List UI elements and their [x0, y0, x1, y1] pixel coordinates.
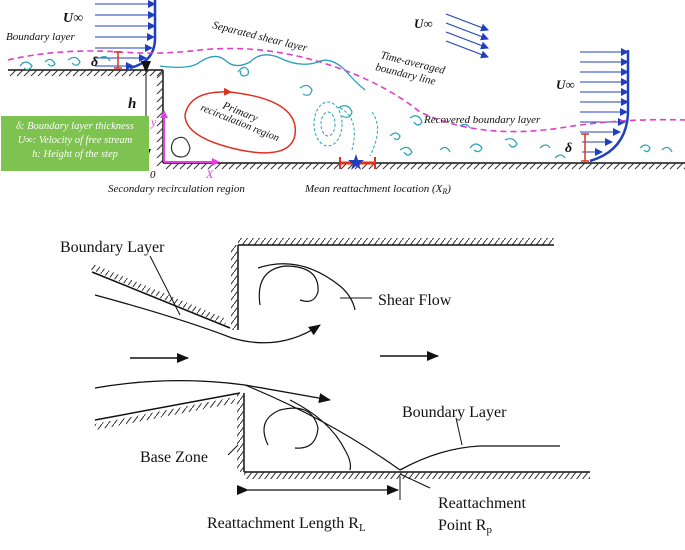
boundary-layer-right-label: Boundary Layer	[402, 404, 507, 421]
bottom-diagram	[88, 238, 590, 500]
reattachment-marker	[339, 154, 376, 170]
base-zone-label: Base Zone	[140, 449, 208, 466]
u-inf-left-label: U∞	[63, 11, 83, 26]
shear-layer-curve	[159, 54, 366, 91]
step-height-label: h	[128, 96, 136, 112]
axis-y-label: y	[150, 115, 157, 129]
delta-marker-right	[581, 133, 589, 162]
u-inf-right-label: U∞	[556, 77, 575, 92]
legend-u-inf: U∞: Velocity of free stream	[17, 135, 133, 146]
reattachment-point-label-1: Reattachment	[438, 495, 527, 512]
delta-marker-left	[114, 51, 122, 69]
velocity-profile-right	[580, 48, 630, 163]
boundary-layer-label: Boundary layer	[6, 31, 75, 43]
coordinate-axes	[160, 110, 220, 166]
vortex-swirls	[19, 55, 673, 159]
recovered-boundary-layer-label: Recovered boundary layer	[423, 114, 541, 126]
delta-right-label: δ	[565, 141, 572, 156]
u-inf-mid-label: U∞	[414, 16, 433, 31]
origin-label: 0	[150, 169, 156, 181]
dashed-vortex	[313, 101, 378, 157]
bottom-labels: Boundary Layer Shear Flow Boundary Layer…	[60, 239, 527, 536]
secondary-region-label: Secondary recirculation region	[108, 183, 245, 195]
secondary-recirculation-loop	[170, 136, 191, 158]
primary-recirculation-loop	[184, 87, 296, 154]
shear-flow-label: Shear Flow	[378, 292, 452, 309]
legend-box: δ: Boundary layer thickness U∞: Velocity…	[1, 116, 149, 171]
delta-left-label: δ	[91, 55, 98, 70]
reattachment-point-label-2: Point Rp	[438, 517, 492, 536]
velocity-profile-left	[95, 0, 157, 70]
axis-x-label: X	[205, 167, 214, 181]
boundary-layer-top-label: Boundary Layer	[60, 239, 165, 256]
legend-h: h: Height of the step	[32, 149, 118, 160]
free-stream-arrows	[445, 13, 489, 59]
reattachment-length-label: Reattachment Length RL	[207, 515, 366, 534]
mean-reattachment-label: Mean reattachment location (XR)	[304, 183, 451, 196]
legend-delta: δ: Boundary layer thickness	[16, 121, 134, 132]
